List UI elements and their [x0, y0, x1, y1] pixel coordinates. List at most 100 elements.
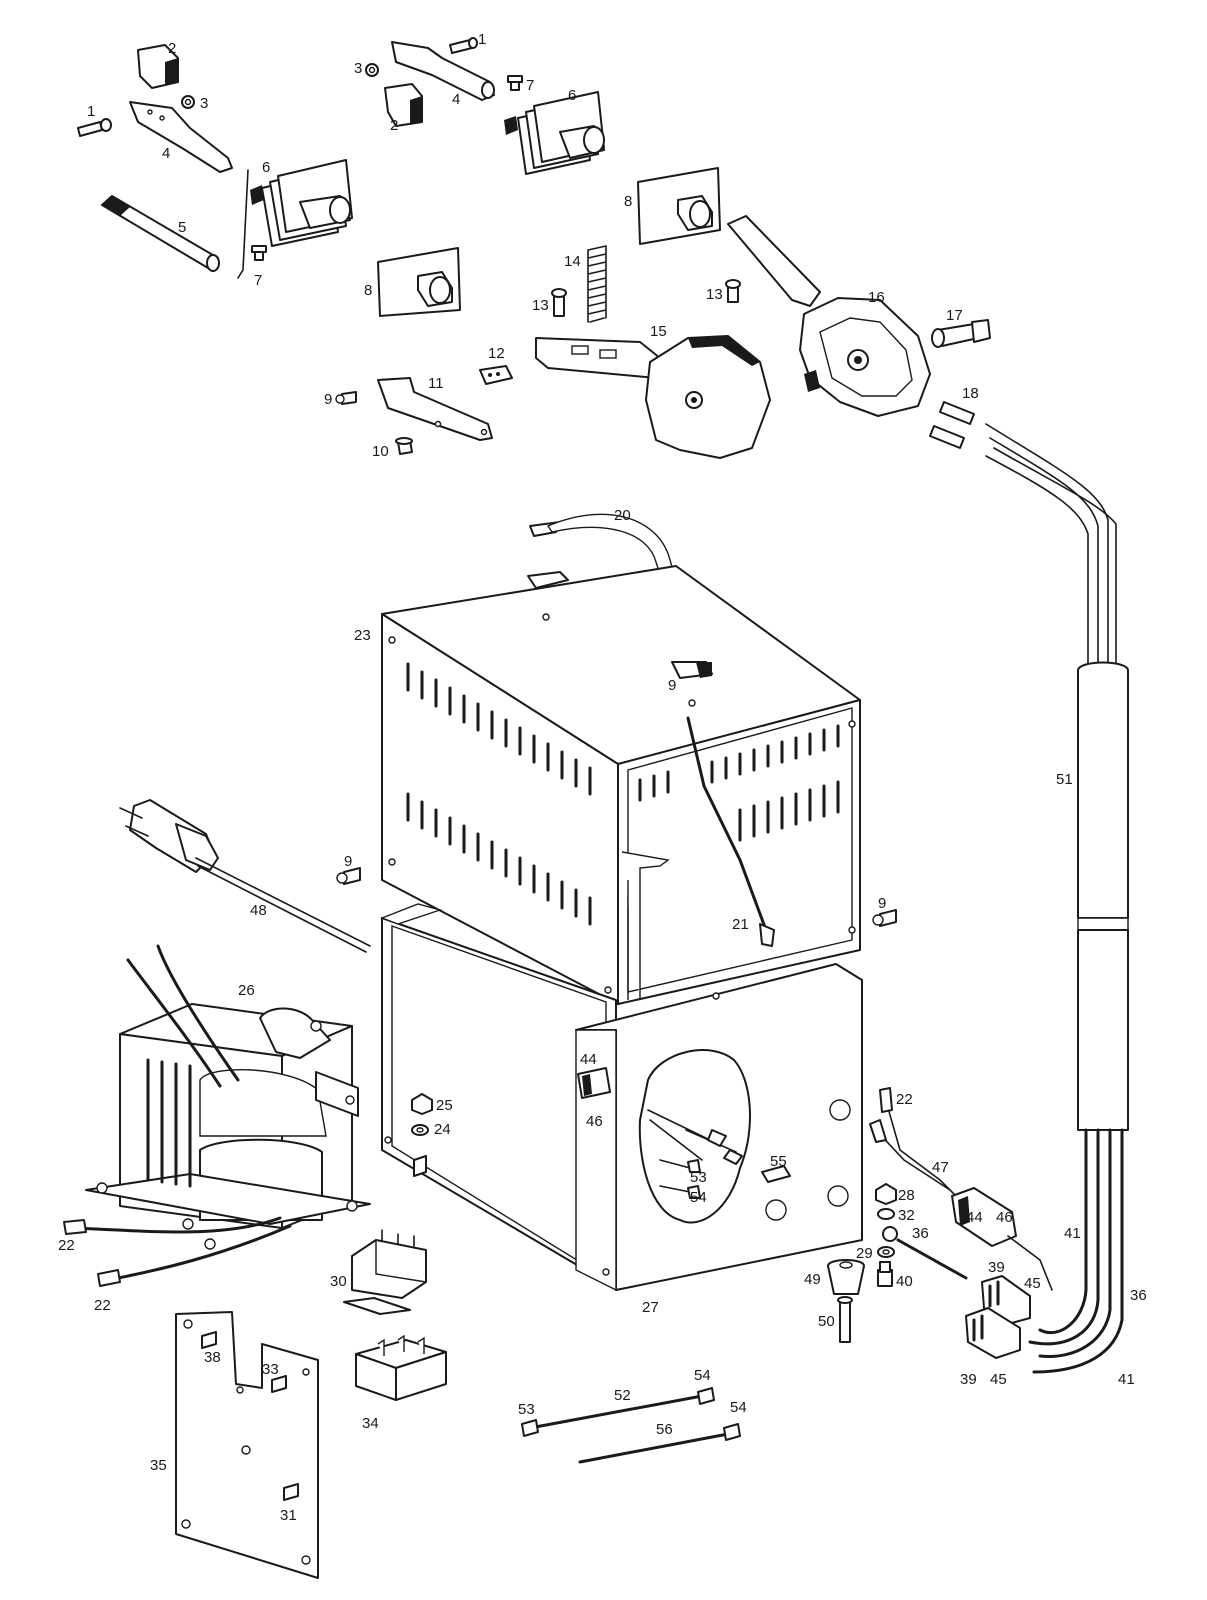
label-part-11: 11 — [428, 375, 444, 392]
label-part-9: 9 — [344, 853, 352, 870]
part-55-block — [761, 1165, 791, 1183]
label-part-49: 49 — [804, 1271, 821, 1288]
part-13-screw-right — [725, 279, 741, 303]
label-part-39: 39 — [988, 1259, 1005, 1276]
part-26-transformer-leads — [63, 944, 292, 1287]
label-part-39: 39 — [960, 1371, 977, 1388]
part-9-screw-cover-right — [872, 909, 897, 927]
label-part-8: 8 — [624, 193, 632, 210]
part-36-earth-wire — [882, 1226, 968, 1280]
label-part-18: 18 — [962, 385, 979, 402]
part-24-washer — [411, 1124, 429, 1136]
part-25-nut — [411, 1093, 433, 1115]
part-23-cover — [381, 565, 861, 1005]
part-41-cable-wires — [1028, 1128, 1124, 1374]
part-2-knob-left — [137, 44, 179, 89]
label-part-31: 31 — [280, 1507, 297, 1524]
part-23-cover-vents — [406, 662, 840, 926]
label-part-56: 56 — [656, 1421, 673, 1438]
label-part-9: 9 — [668, 677, 676, 694]
label-part-29: 29 — [856, 1245, 873, 1262]
label-part-48: 48 — [250, 902, 267, 919]
label-part-9: 9 — [324, 391, 332, 408]
part-27-base-chassis — [380, 851, 863, 1292]
part-8-plate-lower — [377, 247, 461, 317]
label-part-45: 45 — [990, 1371, 1007, 1388]
label-part-41: 41 — [1118, 1371, 1135, 1388]
part-21-earth-wire — [686, 716, 775, 947]
label-part-6: 6 — [262, 159, 270, 176]
label-part-7: 7 — [526, 77, 534, 94]
label-part-28: 28 — [898, 1187, 915, 1204]
label-part-53: 53 — [690, 1169, 707, 1186]
part-56-jumper-wire — [578, 1423, 741, 1464]
leader-bracket-left — [237, 169, 249, 279]
part-1-screw-left — [77, 118, 112, 137]
part-26-transformer — [85, 1003, 371, 1250]
label-part-13: 13 — [532, 297, 549, 314]
label-part-1: 1 — [87, 103, 95, 120]
label-part-40: 40 — [896, 1273, 913, 1290]
label-part-15: 15 — [650, 323, 667, 340]
label-part-10: 10 — [372, 443, 389, 460]
label-part-17: 17 — [946, 307, 963, 324]
label-part-22: 22 — [94, 1297, 111, 1314]
part-35-bracket-plate — [175, 1311, 319, 1579]
part-39-gland-lower — [965, 1307, 1021, 1359]
label-part-21: 21 — [732, 916, 749, 933]
label-part-44: 44 — [966, 1209, 983, 1226]
label-part-2: 2 — [168, 40, 176, 57]
part-8-plate-upper — [637, 167, 721, 245]
part-52-jumper-wire — [521, 1387, 715, 1437]
label-part-54: 54 — [730, 1399, 747, 1416]
label-part-41: 41 — [1064, 1225, 1081, 1242]
label-part-14: 14 — [564, 253, 581, 270]
part-22-wire-leads-right — [869, 1087, 957, 1197]
label-part-3: 3 — [200, 95, 208, 112]
label-part-7: 7 — [254, 272, 262, 289]
label-part-50: 50 — [818, 1313, 835, 1330]
label-part-34: 34 — [362, 1415, 379, 1432]
part-7-bolt-center — [507, 75, 523, 91]
label-part-3: 3 — [354, 60, 362, 77]
label-part-54: 54 — [694, 1367, 711, 1384]
label-part-23: 23 — [354, 627, 371, 644]
part-10-cap — [395, 437, 413, 455]
label-part-25: 25 — [436, 1097, 453, 1114]
part-9-screw-top — [335, 391, 357, 405]
callout-labels: 1 1 2 2 3 3 4 4 5 6 6 7 7 8 8 9 9 9 9 10… — [58, 31, 1147, 1524]
label-part-51: 51 — [1056, 771, 1073, 788]
part-4-lever-left — [129, 101, 233, 173]
label-part-16: 16 — [868, 289, 885, 306]
part-46-gland-right — [951, 1187, 1053, 1291]
part-2-knob-center — [384, 83, 423, 127]
label-part-36: 36 — [1130, 1287, 1147, 1304]
part-40-bolt — [877, 1261, 893, 1287]
label-part-46: 46 — [586, 1113, 603, 1130]
part-49-grommet — [827, 1259, 865, 1295]
part-6-switch-block-center — [504, 91, 605, 175]
part-7-bolt-left — [251, 245, 267, 261]
label-part-22: 22 — [58, 1237, 75, 1254]
label-part-22: 22 — [896, 1091, 913, 1108]
part-50-pin — [837, 1296, 853, 1343]
part-38-screw — [201, 1331, 217, 1349]
label-part-32: 32 — [898, 1207, 915, 1224]
part-3-nut-left — [181, 95, 195, 109]
label-part-46: 46 — [996, 1209, 1013, 1226]
part-5-shaft — [101, 195, 220, 272]
label-part-12: 12 — [488, 345, 505, 362]
label-part-1: 1 — [478, 31, 486, 48]
label-part-24: 24 — [434, 1121, 451, 1138]
label-part-55: 55 — [770, 1153, 787, 1170]
part-29-washer — [877, 1246, 895, 1258]
part-13-screw-left — [551, 288, 567, 317]
label-part-30: 30 — [330, 1273, 347, 1290]
part-30-relay — [343, 1229, 427, 1315]
part-18-terminals — [929, 401, 975, 449]
label-part-27: 27 — [642, 1299, 659, 1316]
label-part-38: 38 — [204, 1349, 221, 1366]
part-3-nut-center — [365, 63, 379, 77]
part-16-handle — [727, 215, 931, 417]
part-34-rectifier — [355, 1334, 447, 1401]
